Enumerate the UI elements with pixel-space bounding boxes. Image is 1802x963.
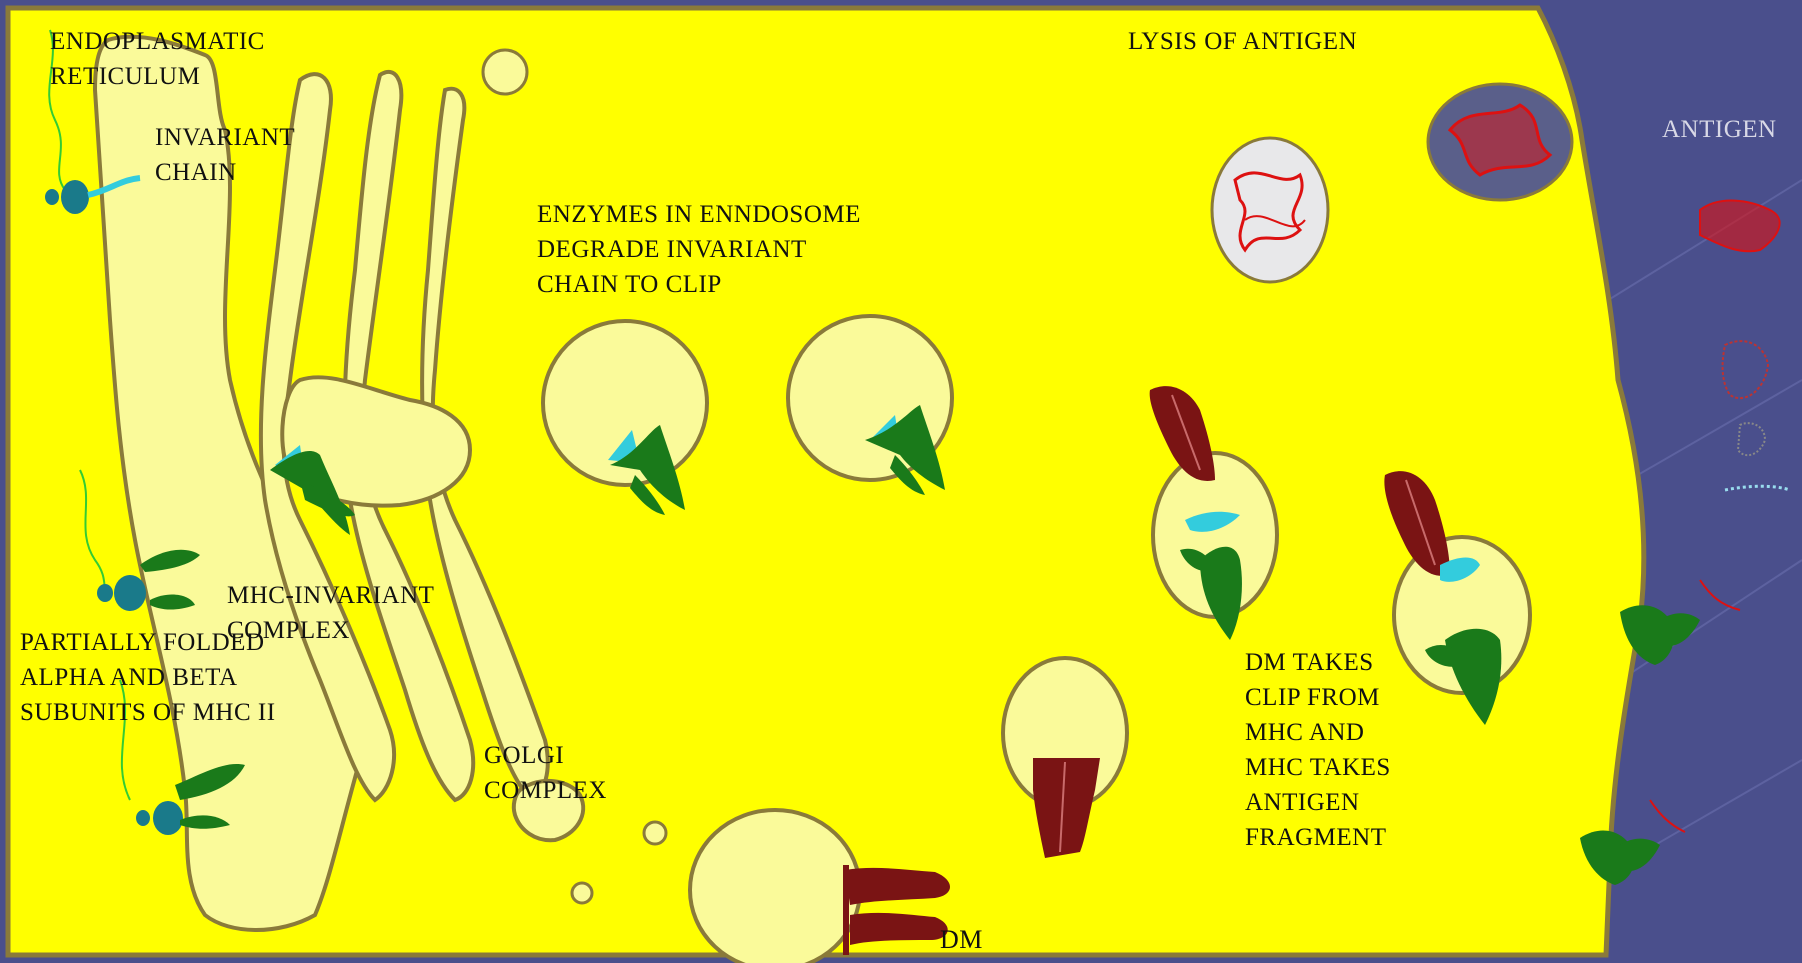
- label-golgi-complex: GOLGI COMPLEX: [484, 738, 607, 808]
- label-endoplasmic-reticulum: ENDOPLASMATIC RETICULUM: [50, 24, 265, 94]
- label-lysis-of-antigen: LYSIS OF ANTIGEN: [1128, 24, 1357, 59]
- label-antigen: ANTIGEN: [1662, 112, 1777, 147]
- label-enzymes-in-endosome: ENZYMES IN ENNDOSOME DEGRADE INVARIANT C…: [537, 197, 861, 302]
- label-invariant-chain: INVARIANT CHAIN: [155, 120, 295, 190]
- label-dm-takes-clip: DM TAKES CLIP FROM MHC AND MHC TAKES ANT…: [1245, 645, 1391, 855]
- label-dm: DM: [940, 925, 983, 955]
- antigen-vesicle-2: [1428, 84, 1572, 200]
- antigen-vesicle-1: [1212, 138, 1328, 282]
- label-partially-folded: PARTIALLY FOLDED ALPHA AND BETA SUBUNITS…: [20, 625, 276, 730]
